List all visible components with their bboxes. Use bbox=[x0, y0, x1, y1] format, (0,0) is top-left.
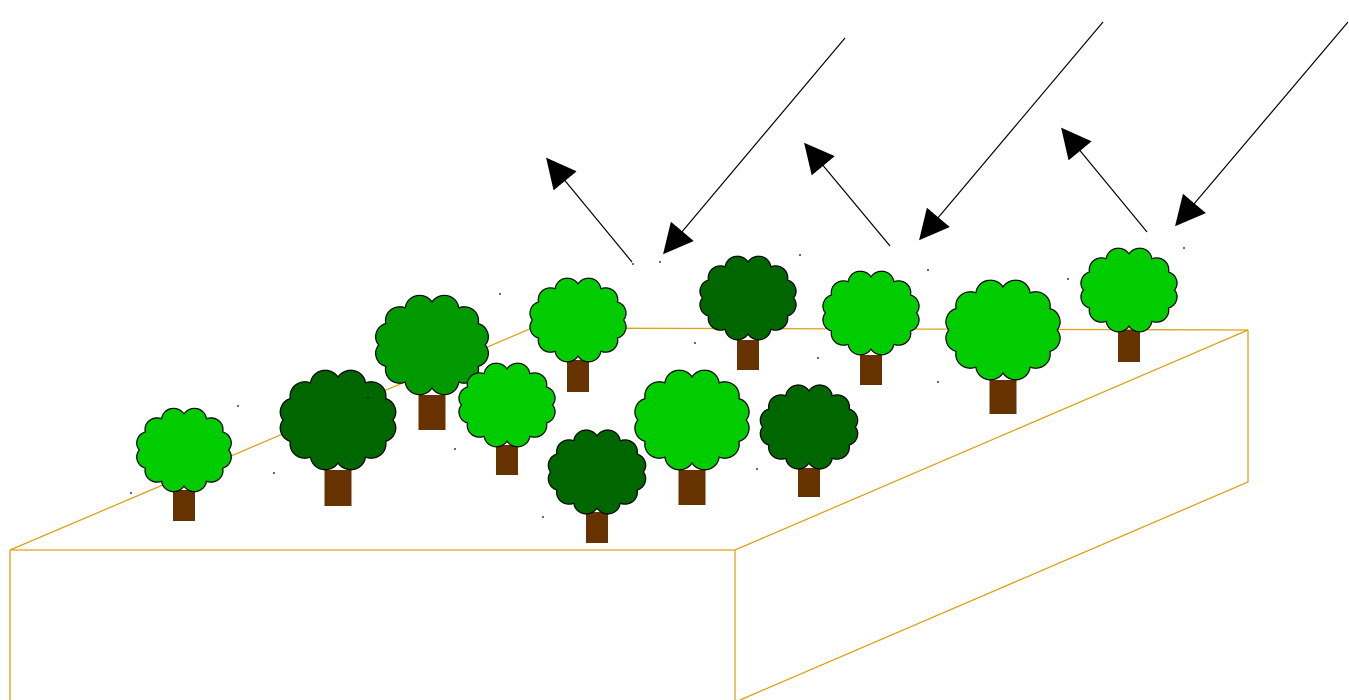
ground-block bbox=[9, 327, 1249, 700]
incoming-radiation-arrow bbox=[663, 37, 846, 255]
reflected-radiation-arrow bbox=[546, 157, 633, 263]
tree bbox=[279, 369, 397, 506]
tree-trunk bbox=[860, 355, 882, 385]
tree-trunk bbox=[678, 470, 706, 505]
tree-crown bbox=[529, 277, 627, 363]
tree-trunk bbox=[989, 380, 1017, 414]
tree-crown bbox=[279, 369, 397, 471]
tree-canopy bbox=[136, 247, 1178, 543]
tree bbox=[759, 384, 859, 497]
radiation-arrows bbox=[546, 21, 1349, 263]
tree bbox=[1080, 247, 1178, 362]
ground-speck bbox=[799, 254, 801, 256]
ground-speck bbox=[1067, 278, 1069, 280]
tree-trunk bbox=[737, 340, 759, 370]
tree bbox=[136, 407, 232, 521]
ground-speck bbox=[817, 357, 819, 359]
ground-speck bbox=[927, 269, 929, 271]
ground-speck bbox=[756, 468, 758, 470]
tree bbox=[458, 362, 556, 475]
reflected-radiation-arrow bbox=[1061, 127, 1148, 233]
tree-crown bbox=[759, 384, 859, 470]
tree-trunk bbox=[567, 360, 589, 392]
tree bbox=[375, 294, 489, 430]
tree-trunk bbox=[324, 470, 352, 506]
tree bbox=[822, 270, 920, 385]
tree-crown bbox=[822, 270, 920, 356]
tree bbox=[945, 279, 1061, 414]
tree bbox=[634, 369, 750, 505]
ground-speck bbox=[367, 397, 369, 399]
ground-speck bbox=[632, 263, 634, 265]
ground-speck bbox=[694, 342, 696, 344]
ground-speck bbox=[937, 381, 939, 383]
tree bbox=[547, 429, 647, 543]
tree-trunk bbox=[418, 395, 446, 430]
reflected-radiation-arrow bbox=[804, 142, 891, 247]
ground-speck bbox=[237, 405, 239, 407]
ground-speck bbox=[130, 492, 132, 494]
tree-trunk bbox=[1118, 330, 1140, 362]
tree-crown bbox=[945, 279, 1061, 381]
ground-speck bbox=[1183, 247, 1185, 249]
tree bbox=[699, 255, 797, 370]
tree-crown bbox=[458, 362, 556, 448]
tree-trunk bbox=[798, 468, 820, 497]
ground-speck bbox=[542, 516, 544, 518]
tree-trunk bbox=[173, 490, 195, 521]
tree-crown bbox=[375, 294, 489, 396]
tree-trunk bbox=[496, 445, 518, 475]
ground-speck bbox=[454, 448, 456, 450]
tree-crown bbox=[1080, 247, 1178, 333]
ground-speck bbox=[499, 293, 501, 295]
block-side-face bbox=[739, 330, 1249, 700]
tree-crown bbox=[136, 407, 232, 493]
ground-speck bbox=[659, 261, 661, 263]
tree bbox=[529, 277, 627, 392]
incoming-radiation-arrow bbox=[919, 21, 1104, 241]
tree-crown bbox=[634, 369, 750, 471]
tree-trunk bbox=[586, 512, 608, 543]
tree-crown bbox=[699, 255, 797, 341]
ground-speck bbox=[273, 472, 275, 474]
tree-crown bbox=[547, 429, 647, 515]
ground-specks bbox=[130, 247, 1185, 518]
incoming-radiation-arrow bbox=[1175, 21, 1349, 227]
